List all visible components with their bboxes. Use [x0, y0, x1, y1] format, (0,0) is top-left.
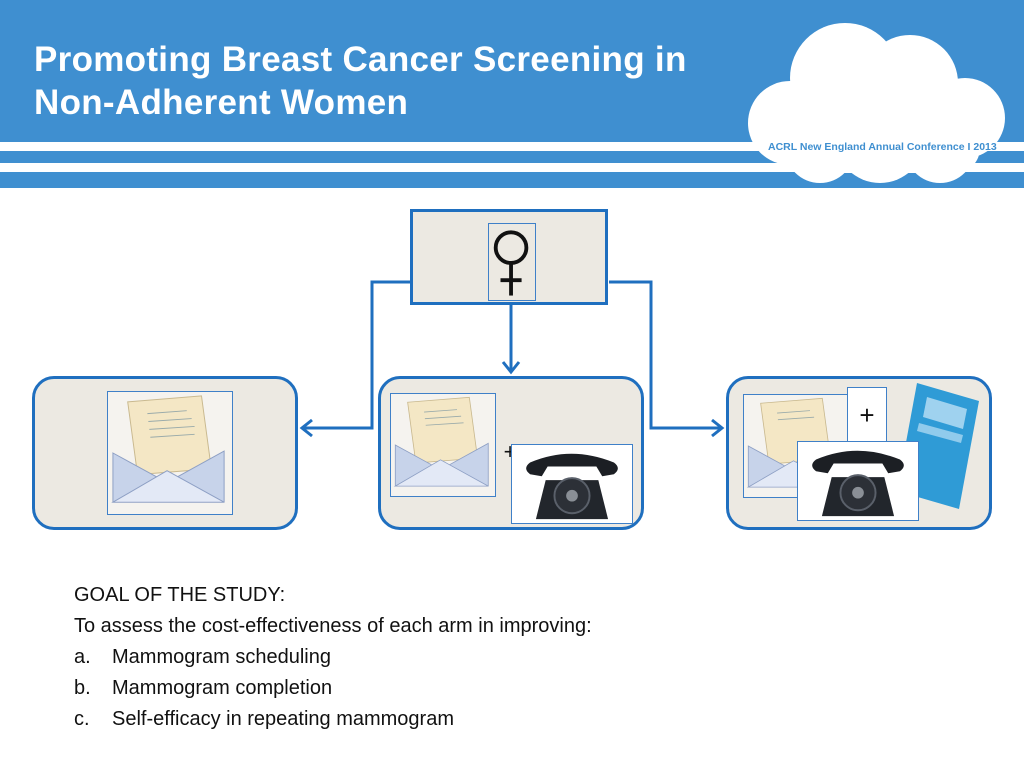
cloud-icon [748, 23, 1005, 183]
list-text: Mammogram completion [112, 677, 333, 699]
list-text: Mammogram scheduling [112, 646, 331, 668]
female-symbol-frame [488, 223, 536, 301]
conference-label: ACRL New England Annual Conference I 201… [768, 141, 997, 153]
connector-left [302, 280, 410, 430]
letter-envelope-icon [111, 395, 225, 503]
plus-sign: + [859, 400, 875, 430]
list-text: Self-efficacy in repeating mammogram [112, 708, 454, 730]
list-marker: c. [74, 708, 90, 730]
participant-node [410, 209, 608, 305]
plus-frame: + [847, 387, 887, 443]
letter-frame [390, 393, 496, 497]
goal-heading: GOAL OF THE STUDY: [74, 584, 286, 606]
list-item: c. Self-efficacy in repeating mammogram [74, 704, 774, 735]
header-stripe [0, 163, 1024, 172]
arm-letter-phone-brochure: + [726, 376, 992, 530]
list-marker: a. [74, 646, 91, 668]
arm-letter [32, 376, 298, 530]
telephone-icon [812, 450, 904, 517]
slide-title: Promoting Breast Cancer Screening in Non… [34, 40, 687, 122]
arm-letter-phone: + [378, 376, 644, 530]
header-stripe [0, 142, 1024, 151]
letter-envelope-icon [393, 396, 489, 487]
telephone-frame [511, 444, 633, 524]
list-item: b. Mammogram completion [74, 673, 774, 704]
goal-section: GOAL OF THE STUDY: To assess the cost-ef… [74, 580, 774, 735]
connector-right [609, 280, 722, 430]
list-marker: b. [74, 677, 91, 699]
list-item: a. Mammogram scheduling [74, 642, 774, 673]
telephone-frame [797, 441, 919, 521]
letter-frame [107, 391, 233, 515]
goal-intro: To assess the cost-effectiveness of each… [74, 615, 592, 637]
female-symbol-icon [493, 230, 529, 296]
telephone-icon [526, 453, 618, 520]
